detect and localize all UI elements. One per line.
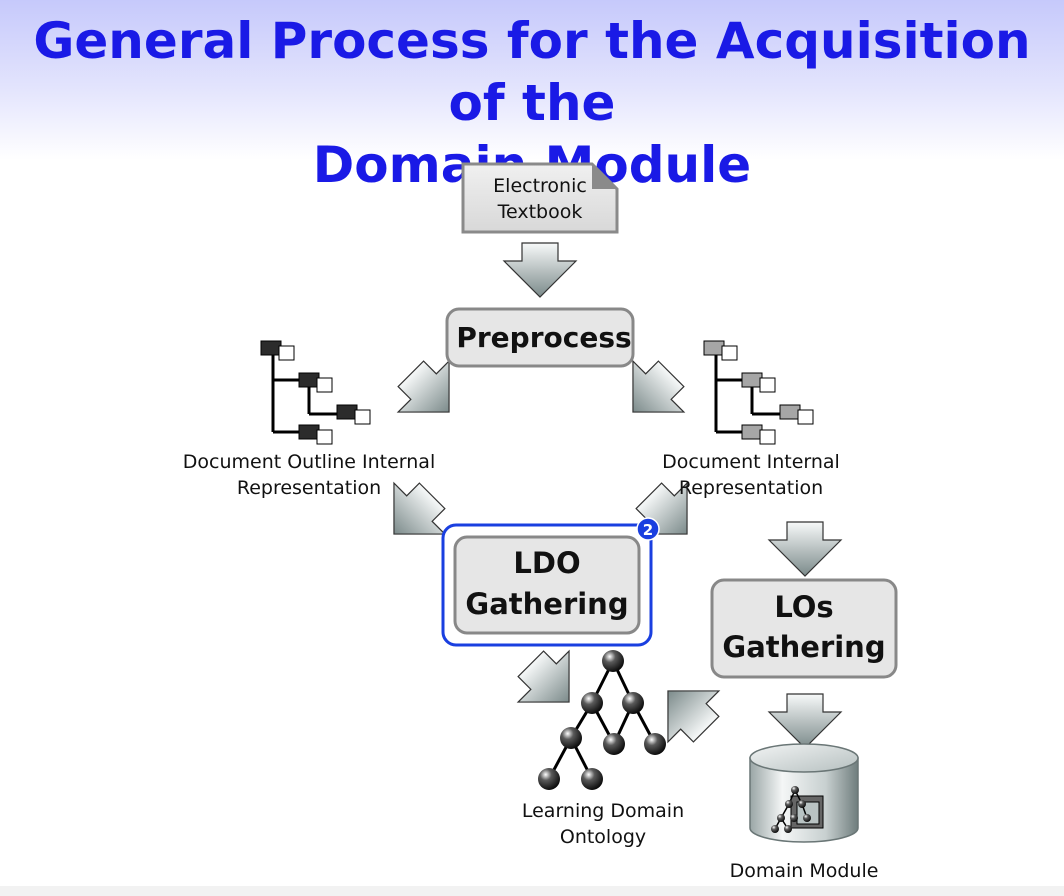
arrow-internal-to-los bbox=[768, 521, 842, 577]
title-band bbox=[0, 0, 1064, 160]
document-internal-icon bbox=[702, 339, 815, 446]
step-badge-number: 2 bbox=[643, 521, 653, 539]
arrow-textbook-to-preprocess bbox=[503, 242, 577, 298]
ontology-graph-icon bbox=[538, 650, 666, 790]
title-line-1: General Process for the Acquisition of t… bbox=[33, 12, 1031, 132]
textbook-document: Electronic Textbook bbox=[461, 162, 619, 234]
footer-strip bbox=[0, 886, 1064, 896]
outline-label-2: Representation bbox=[237, 477, 381, 499]
slide-title: General Process for the Acquisition of t… bbox=[0, 10, 1064, 196]
preprocess-label: Preprocess bbox=[456, 321, 631, 354]
textbook-label-1: Electronic bbox=[493, 175, 587, 197]
outline-label-1: Document Outline Internal bbox=[183, 451, 435, 473]
arrow-los-to-domain-module bbox=[768, 693, 842, 749]
textbook-label-2: Textbook bbox=[497, 201, 583, 223]
arrow-ldo-to-ontology bbox=[504, 637, 596, 729]
internal-label-1: Document Internal bbox=[662, 451, 840, 473]
domain-module-label: Domain Module bbox=[730, 860, 879, 882]
ldo-gathering-node: LDO Gathering 2 bbox=[441, 517, 660, 647]
document-outline-icon bbox=[259, 339, 372, 446]
domain-module-database-icon bbox=[749, 743, 859, 843]
step-badge bbox=[636, 517, 660, 541]
ontology-label-1: Learning Domain bbox=[522, 800, 684, 822]
preprocess-node: Preprocess bbox=[445, 307, 635, 368]
internal-label-2: Representation bbox=[679, 477, 823, 499]
los-label-1: LOs bbox=[774, 590, 833, 624]
ldo-label-1: LDO bbox=[513, 546, 580, 580]
los-gathering-node: LOs Gathering bbox=[710, 578, 898, 679]
ldo-label-2: Gathering bbox=[465, 587, 628, 621]
los-label-2: Gathering bbox=[722, 630, 885, 664]
ontology-label-2: Ontology bbox=[560, 826, 646, 848]
